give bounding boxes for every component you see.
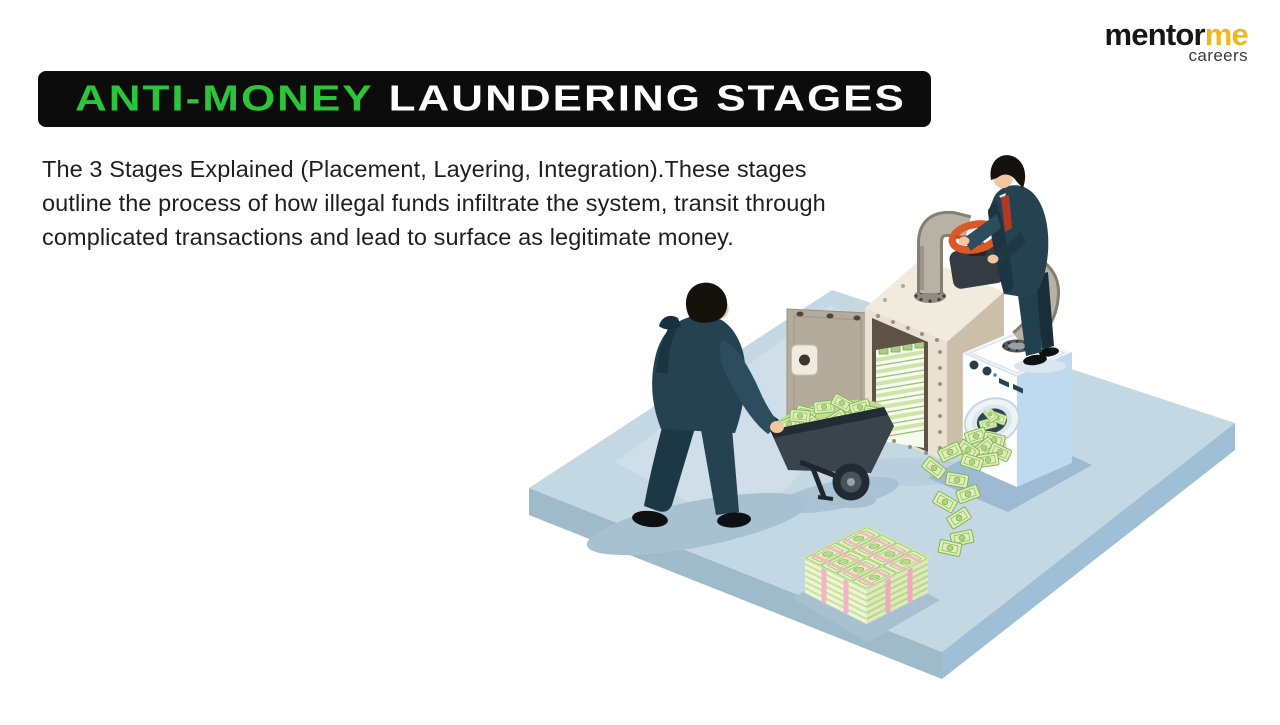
page-title: ANTI-MONEY LAUNDERING STAGES [75,79,906,120]
title-rest: LAUNDERING STAGES [388,78,906,119]
intro-line-1: The 3 Stages Explained (Placement, Layer… [42,156,807,182]
arm [719,340,780,434]
valve [948,220,1005,289]
wheelbarrow [738,392,894,501]
shoe [1039,347,1059,357]
logo-tagline: careers [1188,46,1248,65]
machine-knob [982,366,992,376]
logo-text-me: me [1204,17,1249,52]
hand [958,236,970,246]
money-stack-top [801,525,932,591]
intro-paragraph: The 3 Stages Explained (Placement, Layer… [42,152,972,254]
hand [770,421,784,433]
shoe [717,512,751,528]
spilled-money [920,426,1013,558]
intro-line-2: outline the process of how illegal funds… [42,190,826,216]
man-pushing-wheelbarrow [632,282,784,528]
shoe [1023,354,1047,366]
safe-rivets [876,270,942,455]
shoe [632,510,668,528]
machine-knob [969,360,979,370]
title-highlight: ANTI-MONEY [75,78,374,119]
intro-line-3: complicated transactions and lead to sur… [42,224,734,250]
money-stack [801,525,932,624]
hair [685,282,728,323]
logo-wordmark: mentorme [1104,17,1249,52]
man-turning-valve [958,155,1066,373]
hair [990,155,1026,188]
red-tie [1001,195,1012,232]
title-banner: ANTI-MONEY LAUNDERING STAGES [38,71,931,127]
hand [987,254,999,264]
brand-logo: mentorme careers [1104,17,1249,65]
logo-text-mentor: mentor [1104,17,1206,52]
wheelbarrow-bucket [770,407,894,473]
